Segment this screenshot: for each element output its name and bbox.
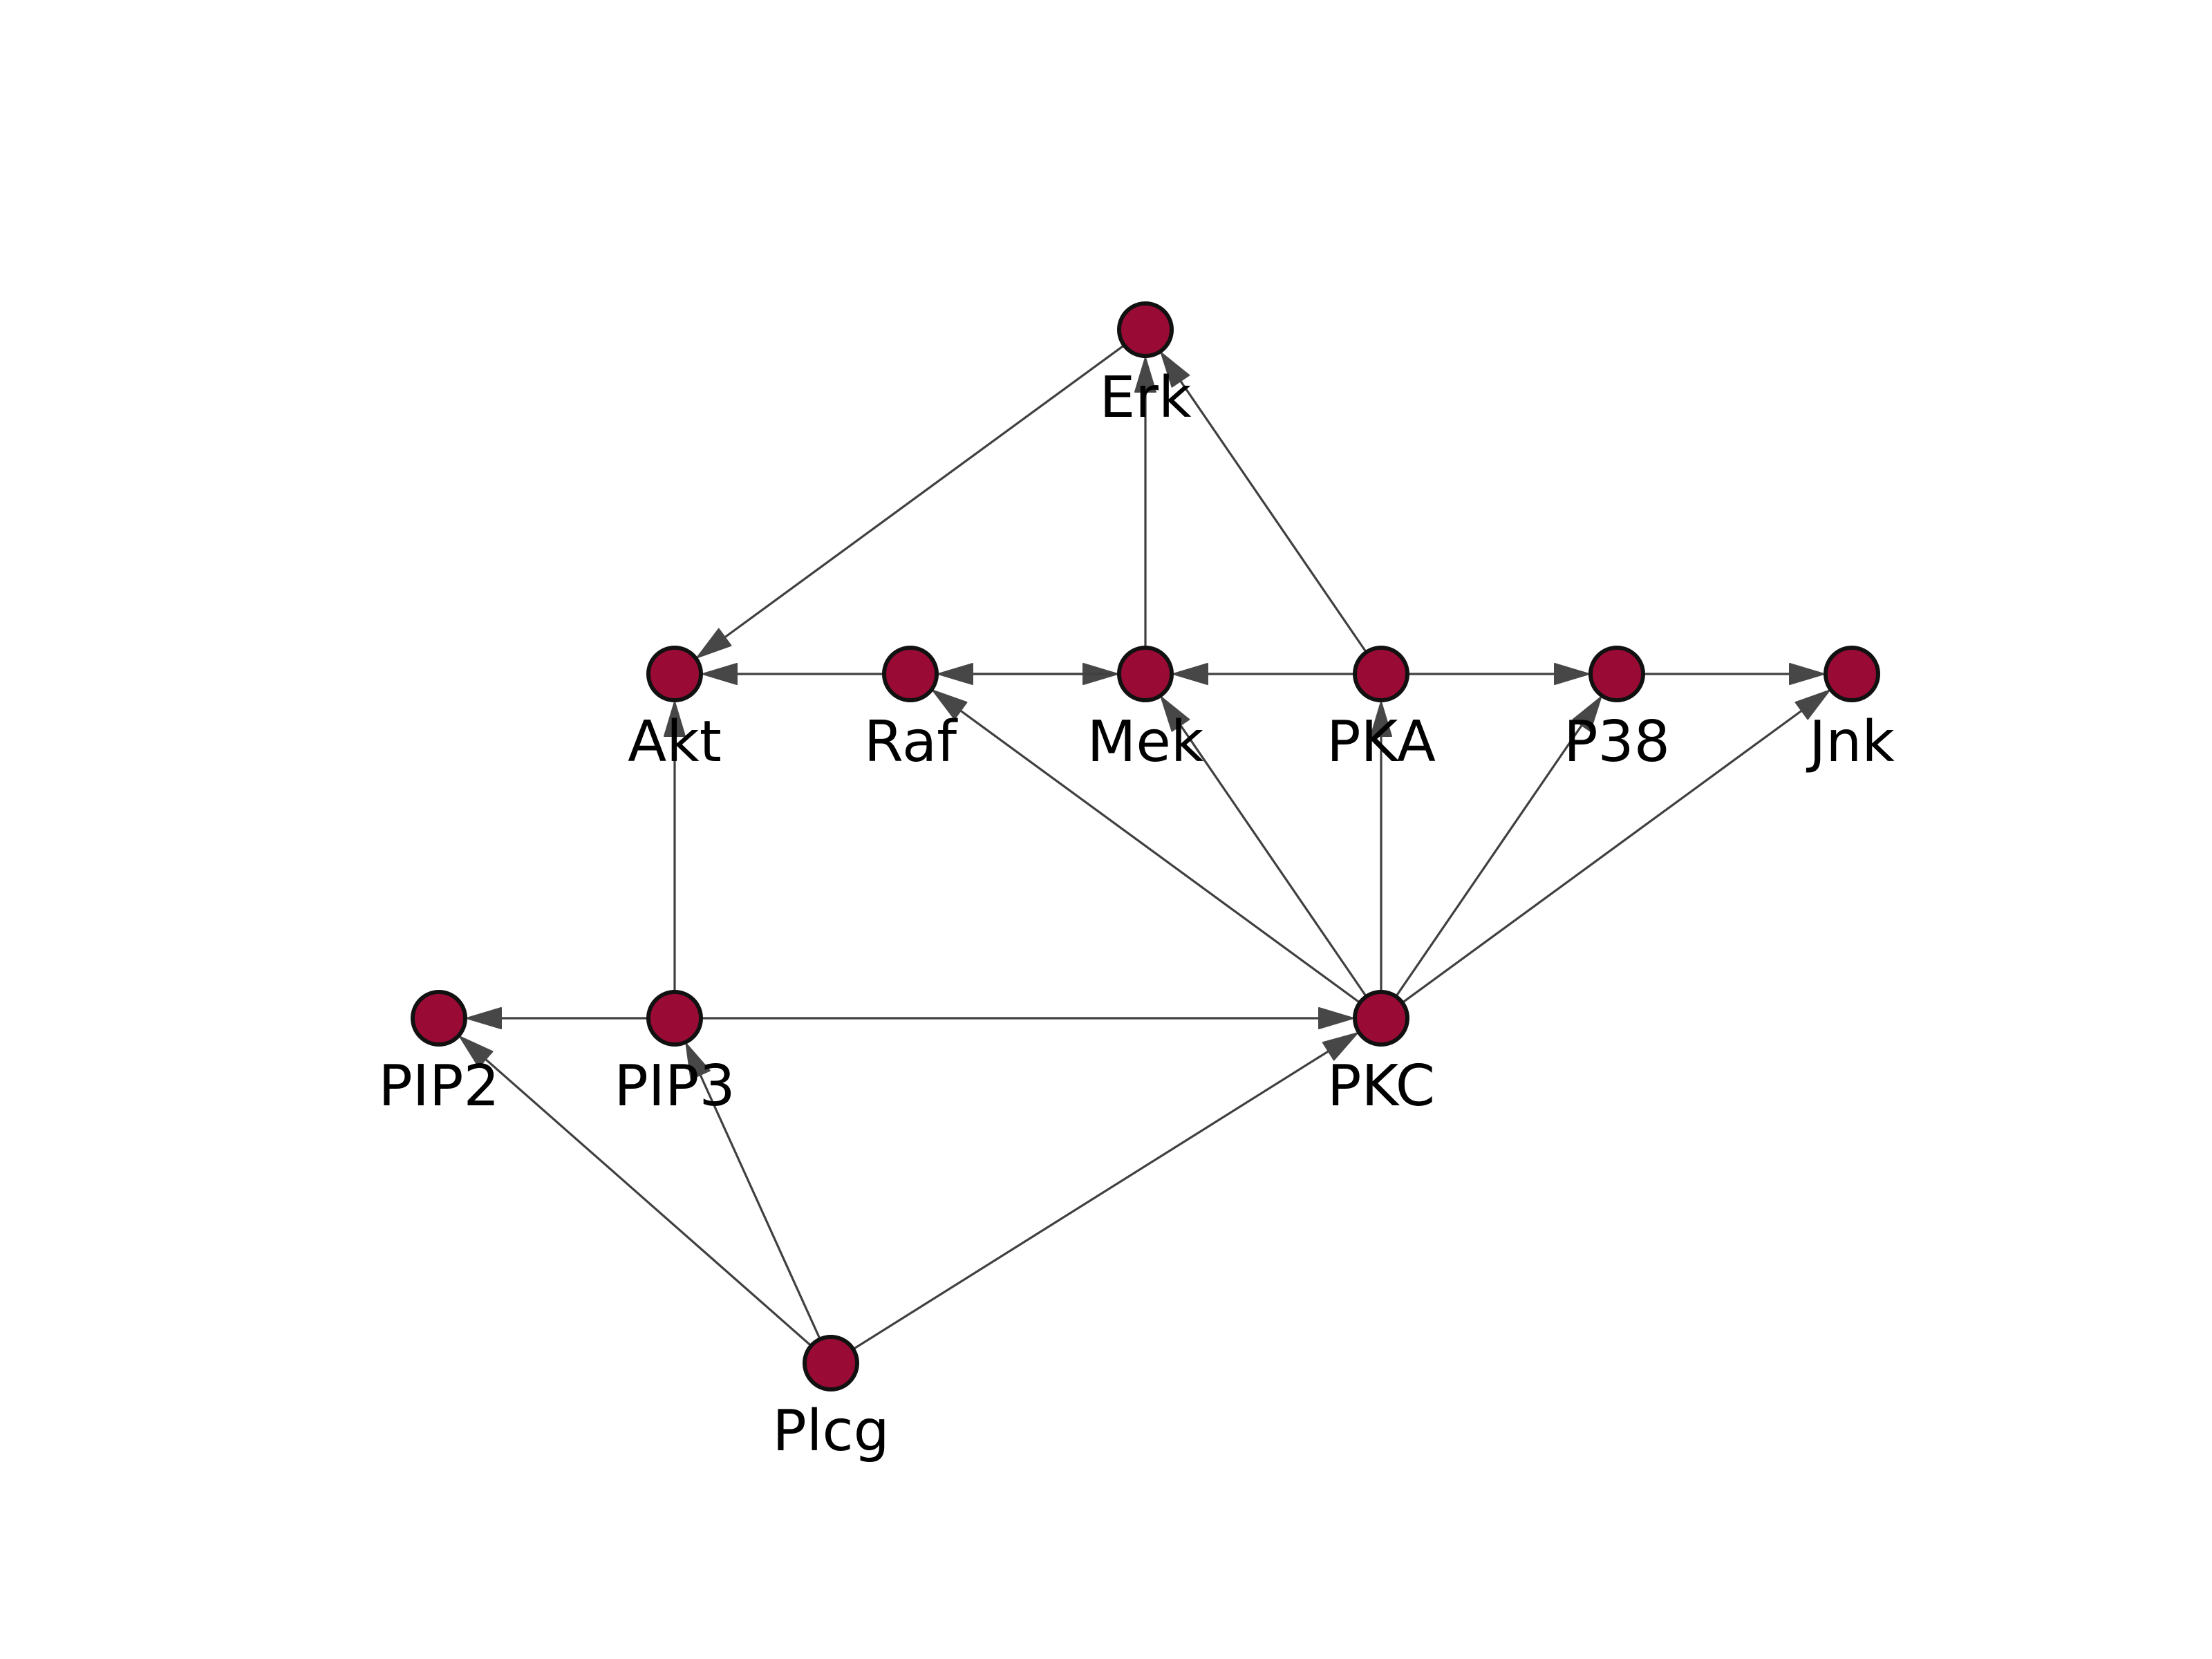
nodes-layer: [411, 301, 1880, 1391]
node-label-pkc: PKC: [1327, 1053, 1435, 1119]
node-label-p38: P38: [1564, 709, 1670, 775]
edge-line: [1178, 722, 1382, 1019]
edges-layer: [459, 328, 1830, 1365]
edge-pkc-to-p38: [1380, 696, 1602, 1019]
edge-line: [1380, 708, 1805, 1020]
edge-line: [957, 708, 1382, 1020]
edge-line: [722, 328, 1146, 640]
edge-mek-to-raf: [937, 663, 1145, 685]
arrowhead-icon: [1134, 357, 1156, 393]
node-label-akt: Akt: [628, 709, 722, 775]
arrowhead-icon: [932, 689, 968, 720]
node-p38: [1588, 646, 1645, 702]
edge-pkc-to-jnk: [1380, 689, 1830, 1020]
edge-plcg-to-pip2: [459, 1035, 832, 1365]
node-label-pip2: PIP2: [378, 1053, 499, 1119]
node-label-mek: Mek: [1087, 709, 1204, 775]
arrowhead-icon: [685, 1042, 711, 1080]
edge-pip3-to-akt: [664, 701, 686, 1018]
edge-mek-to-erk: [1134, 357, 1156, 674]
node-label-raf: Raf: [864, 709, 958, 775]
arrowhead-icon: [1794, 689, 1830, 720]
edge-raf-to-akt: [702, 663, 910, 685]
node-pkc: [1353, 990, 1409, 1047]
arrowhead-icon: [466, 1007, 502, 1029]
arrowhead-icon: [664, 701, 686, 737]
edge-plcg-to-pip3: [685, 1042, 832, 1364]
arrowhead-icon: [459, 1035, 494, 1068]
arrowhead-icon: [1160, 696, 1190, 732]
edge-pkc-to-raf: [932, 689, 1382, 1020]
node-label-erk: Erk: [1099, 365, 1192, 431]
edge-line: [1380, 722, 1584, 1019]
arrowhead-icon: [1789, 663, 1825, 685]
arrowhead-icon: [702, 663, 738, 685]
arrowhead-icon: [1318, 1007, 1354, 1029]
node-erk: [1117, 301, 1174, 358]
arrowhead-icon: [696, 628, 732, 659]
edge-line: [698, 1071, 832, 1364]
edge-line: [1178, 378, 1382, 675]
edge-erk-to-akt: [696, 328, 1146, 659]
node-label-pka: PKA: [1327, 709, 1436, 775]
node-label-plcg: Plcg: [772, 1398, 889, 1464]
node-pip2: [411, 990, 467, 1047]
node-plcg: [803, 1335, 859, 1391]
arrowhead-icon: [1370, 701, 1392, 737]
node-pip3: [646, 990, 703, 1047]
arrowhead-icon: [1322, 1032, 1359, 1061]
edge-p38-to-jnk: [1617, 663, 1825, 685]
node-label-jnk: Jnk: [1806, 709, 1895, 775]
node-pka: [1353, 646, 1409, 702]
edge-pip3-to-pkc: [675, 1007, 1354, 1029]
edge-plcg-to-pkc: [830, 1032, 1359, 1365]
edge-line: [830, 1049, 1331, 1365]
node-akt: [646, 646, 703, 702]
node-label-pip3: PIP3: [614, 1053, 735, 1119]
edge-pkc-to-mek: [1160, 696, 1382, 1019]
arrowhead-icon: [1172, 663, 1208, 685]
arrowhead-icon: [1554, 663, 1590, 685]
node-jnk: [1824, 646, 1880, 702]
arrowhead-icon: [1160, 352, 1190, 388]
node-mek: [1117, 646, 1174, 702]
arrowhead-icon: [937, 663, 973, 685]
edge-line: [482, 1056, 832, 1365]
edge-pka-to-mek: [1172, 663, 1381, 685]
arrowhead-icon: [1572, 696, 1602, 732]
edge-pkc-to-pka: [1370, 701, 1392, 1018]
node-raf: [882, 646, 939, 702]
edge-pka-to-p38: [1381, 663, 1590, 685]
edge-pka-to-erk: [1160, 352, 1382, 675]
edge-pip3-to-pip2: [466, 1007, 675, 1029]
